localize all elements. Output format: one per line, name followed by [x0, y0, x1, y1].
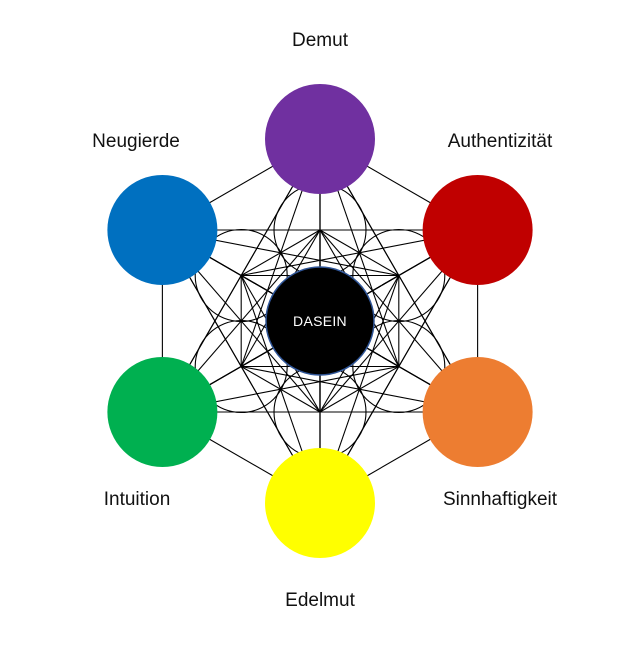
label-authentizitaet: Authentizität	[447, 131, 553, 152]
inner-outline-circle	[352, 319, 446, 414]
inner-outline-circle	[194, 319, 288, 414]
node-circle-sinnhaftigkeit	[422, 357, 533, 467]
label-neugierde: Neugierde	[92, 131, 180, 152]
label-edelmut: Edelmut	[285, 590, 355, 611]
inner-outline-circle	[194, 228, 288, 323]
node-circle-neugierde	[107, 175, 218, 285]
center-circle-dasein	[265, 266, 375, 376]
node-circle-authentizitaet	[422, 175, 533, 285]
center-label-dasein: DASEIN	[293, 313, 347, 329]
label-intuition: Intuition	[103, 489, 171, 510]
node-circle-edelmut	[265, 448, 375, 558]
label-sinnhaftigkeit: Sinnhaftigkeit	[442, 489, 558, 510]
inner-outline-circle	[352, 228, 446, 323]
node-circle-demut	[265, 84, 375, 194]
node-circle-intuition	[107, 357, 218, 467]
label-demut: Demut	[292, 30, 348, 51]
